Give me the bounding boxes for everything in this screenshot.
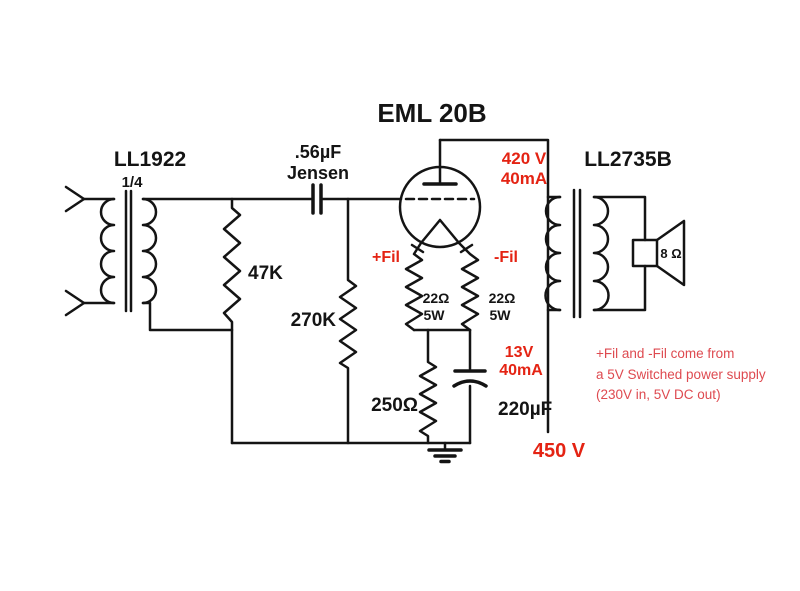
fil-minus-label: -Fil bbox=[494, 249, 518, 266]
tube-symbol bbox=[398, 138, 482, 249]
filament-resistor-left-symbol bbox=[404, 241, 425, 332]
cathode-current-label: 40mA bbox=[499, 362, 543, 379]
coupling-cap-brand: Jensen bbox=[287, 163, 349, 183]
filament-resistor-right-symbol bbox=[457, 241, 480, 332]
plate-current-label: 40mA bbox=[501, 169, 547, 188]
resistor-47k-label: 47K bbox=[248, 263, 283, 284]
input-jack-upper bbox=[64, 185, 116, 213]
speaker-impedance-label: 8 Ω bbox=[660, 246, 681, 261]
resistor-270k-label: 270K bbox=[291, 310, 337, 331]
fil-plus-label: +Fil bbox=[372, 249, 400, 266]
ground-symbol bbox=[230, 441, 472, 464]
input-transformer-label: LL1922 bbox=[114, 148, 186, 171]
plate-voltage-label: 420 V bbox=[502, 149, 547, 168]
output-transformer-symbol bbox=[544, 188, 647, 319]
bypass-capacitor-symbol bbox=[452, 328, 488, 445]
fil-resistor-left-power: 5W bbox=[424, 307, 446, 323]
resistor-47k-symbol bbox=[222, 197, 242, 445]
cathode-voltage-label: 13V bbox=[505, 344, 534, 361]
fil-resistor-left-value: 22Ω bbox=[423, 290, 450, 306]
resistor-270k-symbol bbox=[338, 197, 358, 445]
input-jack-lower bbox=[64, 289, 116, 317]
output-transformer-label: LL2735B bbox=[584, 148, 672, 171]
coupling-capacitor-symbol bbox=[311, 183, 323, 215]
speaker-symbol bbox=[631, 219, 686, 287]
input-transformer-symbol bbox=[99, 189, 234, 332]
fil-resistor-right-value: 22Ω bbox=[489, 290, 516, 306]
fil-note-line2: a 5V Switched power supply bbox=[596, 367, 766, 382]
fil-note-line1: +Fil and -Fil come from bbox=[596, 346, 734, 361]
tube-title: EML 20B bbox=[377, 98, 486, 128]
input-transformer-ratio: 1/4 bbox=[122, 174, 144, 191]
fil-resistor-right-power: 5W bbox=[490, 307, 512, 323]
resistor-250-label: 250Ω bbox=[371, 395, 418, 416]
coupling-cap-value: .56µF bbox=[295, 142, 341, 162]
resistor-250-symbol bbox=[418, 328, 438, 445]
fil-note-line3: (230V in, 5V DC out) bbox=[596, 387, 721, 402]
supply-voltage-label: 450 V bbox=[533, 440, 586, 462]
bypass-cap-label: 220µF bbox=[498, 399, 552, 420]
